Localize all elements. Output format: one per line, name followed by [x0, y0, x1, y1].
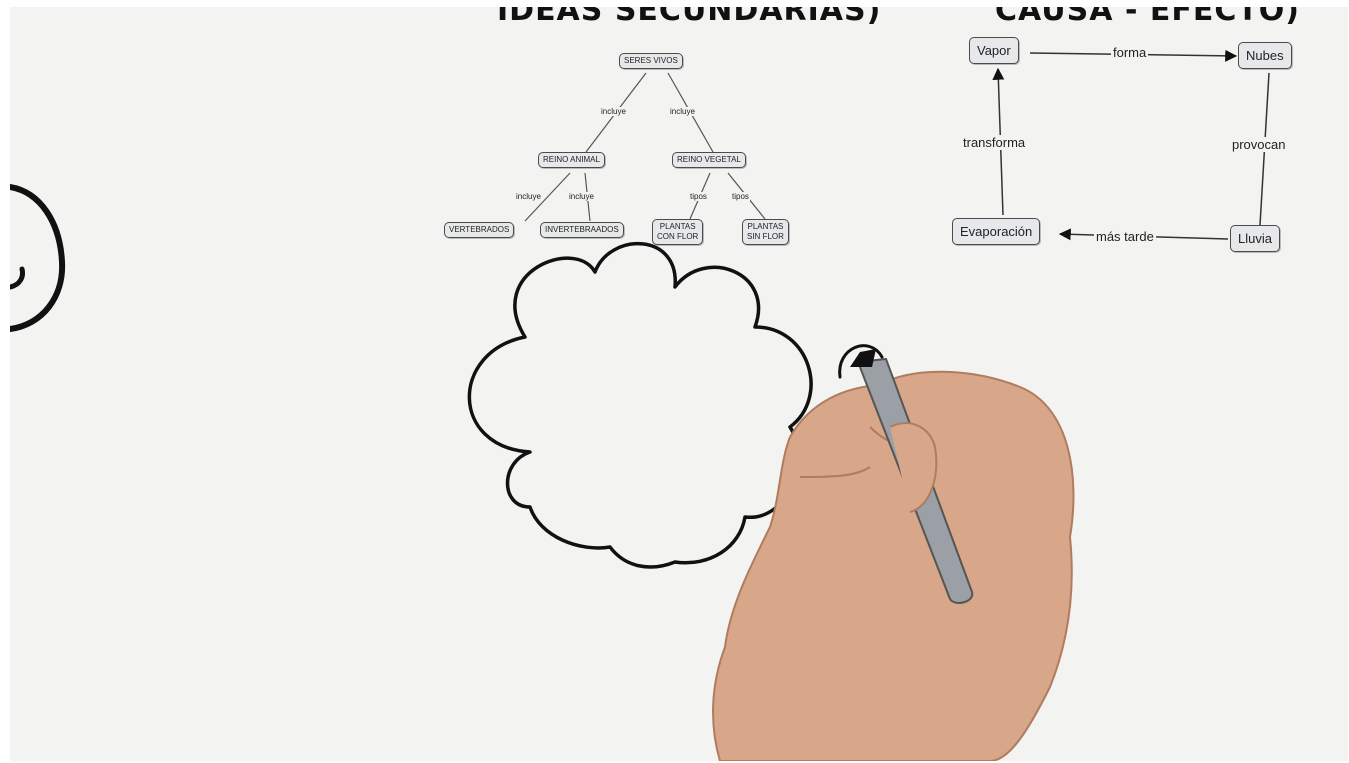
edge-label-vegetal-sin: tipos	[731, 192, 750, 201]
node-vapor: Vapor	[969, 37, 1019, 64]
edge-label-vegetal-con: tipos	[689, 192, 708, 201]
node-invertebrados: INVERTEBRAADOS	[540, 222, 624, 238]
edge-label-root-vegetal: incluye	[669, 107, 696, 116]
node-plantas-sin-flor: PLANTAS SIN FLOR	[742, 219, 789, 245]
node-plantas-con-flor: PLANTAS CON FLOR	[652, 219, 704, 245]
node-seres-vivos: SERES VIVOS	[619, 53, 683, 69]
cloud-drawing	[467, 241, 884, 569]
edge-label-mas-tarde: más tarde	[1094, 229, 1156, 244]
edge-label-animal-invert: incluye	[568, 192, 595, 201]
edge-label-root-animal: incluye	[600, 107, 627, 116]
edge-label-provocan: provocan	[1230, 137, 1288, 152]
node-vertebrados: VERTEBRADOS	[444, 222, 515, 238]
node-lluvia: Lluvia	[1230, 225, 1280, 252]
edge-label-transforma: transforma	[961, 135, 1028, 150]
node-reino-vegetal: REINO VEGETAL	[672, 152, 746, 168]
secondary-ideas-heading: IDEAS SECUNDARIAS)	[497, 7, 882, 28]
edge-label-forma: forma	[1111, 45, 1149, 60]
whiteboard: IDEAS SECUNDARIAS) CAUSA - EFECTO) SERES…	[10, 7, 1348, 761]
cause-effect-heading: CAUSA - EFECTO)	[995, 7, 1301, 28]
hand-with-marker	[712, 349, 1075, 761]
edge-label-animal-vert: incluye	[515, 192, 542, 201]
spiral-doodle	[10, 184, 66, 332]
node-evaporacion: Evaporación	[952, 218, 1041, 245]
node-reino-animal: REINO ANIMAL	[538, 152, 605, 168]
node-nubes: Nubes	[1238, 42, 1292, 69]
